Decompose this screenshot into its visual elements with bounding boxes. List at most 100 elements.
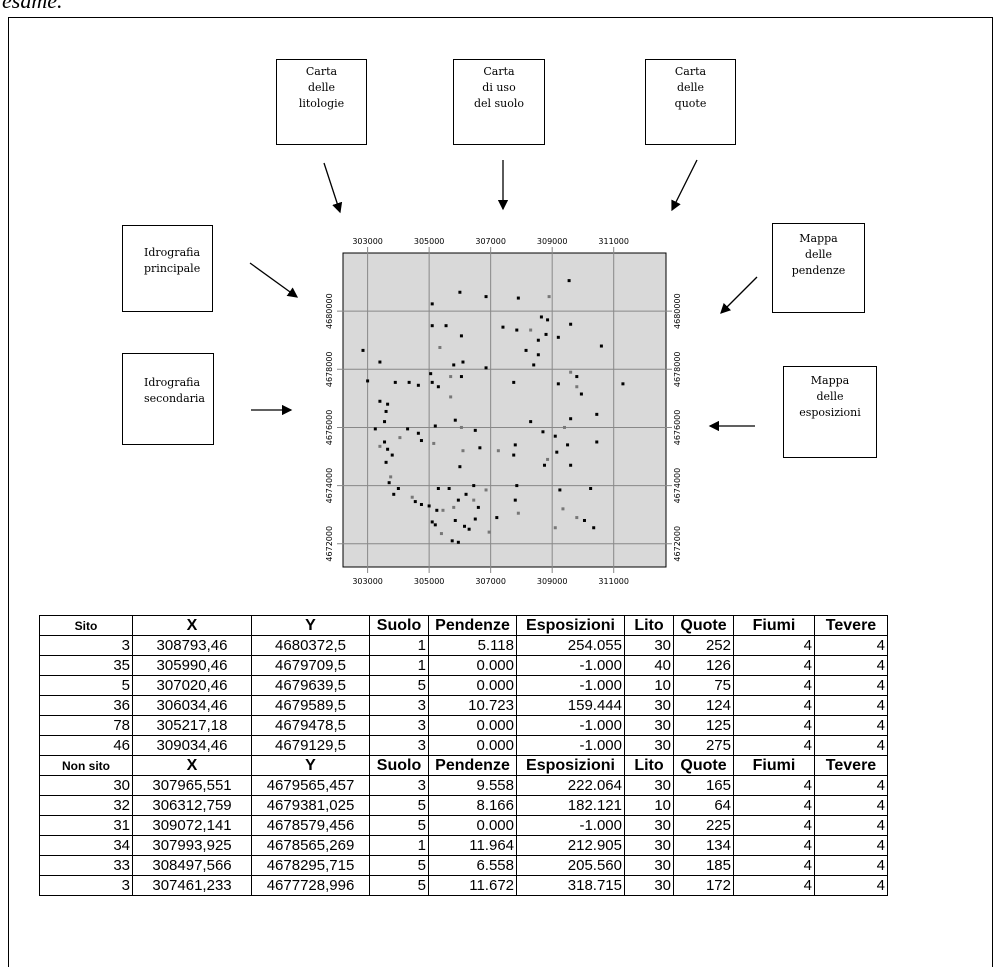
table-cell: 4679129,5 (251, 735, 370, 756)
box-line: Mappa (810, 374, 850, 387)
map-frame: 3030003030003050003050003070003070003090… (325, 237, 682, 586)
table-cell: 307461,233 (132, 875, 252, 896)
site-point (430, 302, 434, 306)
table-cell: 30 (624, 775, 674, 796)
table-cell: 8.166 (428, 795, 517, 816)
site-point (472, 484, 476, 488)
table-cell: 3 (369, 775, 429, 796)
box-line: di uso (482, 81, 516, 94)
box-line: Idrografia (144, 246, 201, 259)
table-cell: 4 (814, 775, 888, 796)
site-point (556, 335, 560, 339)
site-point (361, 348, 365, 352)
site-point (582, 518, 586, 522)
table-cell: 275 (673, 735, 734, 756)
site-point (453, 418, 457, 422)
non-site-point (441, 508, 445, 512)
site-point (459, 375, 463, 379)
site-point (512, 380, 516, 384)
site-point (464, 492, 468, 496)
non-site-point (449, 395, 453, 399)
table-cell: 0.000 (428, 715, 517, 736)
map-x-tick-top: 307000 (475, 237, 506, 246)
site-point (515, 328, 519, 332)
table-cell: -1.000 (516, 715, 625, 736)
table-cell: 222.064 (516, 775, 625, 796)
non-site-point (546, 457, 550, 461)
table-header-cell: Esposizioni (516, 615, 625, 636)
site-point (396, 487, 400, 490)
table-cell: 10 (624, 675, 674, 696)
figure-frame (8, 17, 993, 967)
site-point (541, 430, 545, 434)
table-cell: 309034,46 (132, 735, 252, 756)
table-header-cell: Sito (39, 615, 133, 636)
map-x-tick-top: 303000 (352, 237, 383, 246)
table-cell: 32 (39, 795, 133, 816)
site-point (430, 380, 434, 384)
table-cell: 254.055 (516, 635, 625, 656)
non-site-point (575, 516, 579, 520)
site-point (407, 380, 411, 384)
source-box-pendenze: Mappa delle pendenze (772, 223, 865, 313)
non-site-point (432, 441, 436, 445)
table-header-cell: Y (251, 615, 370, 636)
non-site-point (472, 498, 476, 502)
non-site-point (547, 295, 551, 299)
table-header-cell: Pendenze (428, 615, 517, 636)
site-point (473, 517, 477, 521)
table-cell: 4 (733, 815, 815, 836)
box-line: del suolo (473, 97, 525, 110)
table-cell: 4679589,5 (251, 695, 370, 716)
table-header-cell: Suolo (369, 755, 429, 776)
site-point (484, 295, 488, 299)
table-header-cell: Suolo (369, 615, 429, 636)
box-line: Carta (305, 65, 338, 78)
site-point (569, 322, 573, 326)
table-cell: 4 (814, 635, 888, 656)
table-cell: 30 (39, 775, 133, 796)
table-cell: 307993,925 (132, 835, 252, 856)
table-cell: 4 (733, 795, 815, 816)
non-site-point (461, 449, 465, 453)
table-cell: 35 (39, 655, 133, 676)
table-cell: 318.715 (516, 875, 625, 896)
table-cell: 125 (673, 715, 734, 736)
table-header-cell: Non sito (39, 755, 133, 776)
table-cell: -1.000 (516, 735, 625, 756)
non-site-point (452, 505, 456, 509)
table-cell: 212.905 (516, 835, 625, 856)
table-cell: 1 (369, 655, 429, 676)
map-x-tick-bottom: 309000 (537, 577, 568, 586)
table-cell: 3 (39, 635, 133, 656)
site-point (393, 380, 397, 384)
site-point (495, 516, 499, 520)
map-y-tick-right: 4676000 (673, 410, 682, 446)
box-line: quote (674, 97, 707, 110)
table-cell: 6.558 (428, 855, 517, 876)
table-cell: 1 (369, 835, 429, 856)
table-header-cell: Lito (624, 615, 674, 636)
table-cell: 10 (624, 795, 674, 816)
table-cell: 159.444 (516, 695, 625, 716)
table-cell: 4 (733, 775, 815, 796)
table-cell: 31 (39, 815, 133, 836)
table-cell: 4 (814, 815, 888, 836)
table-cell: 0.000 (428, 655, 517, 676)
table-cell: 308497,566 (132, 855, 252, 876)
table-cell: 36 (39, 695, 133, 716)
site-point (579, 392, 583, 396)
non-site-point (575, 385, 579, 389)
table-header-cell: Tevere (814, 755, 888, 776)
map-x-tick-top: 309000 (537, 237, 568, 246)
map-x-tick-bottom: 303000 (352, 577, 383, 586)
table-cell: 4 (814, 695, 888, 716)
site-point (555, 450, 559, 454)
site-point (456, 498, 460, 502)
site-point (567, 279, 571, 283)
box-line: delle (307, 81, 336, 94)
map-x-tick-bottom: 311000 (598, 577, 629, 586)
site-point (529, 420, 533, 424)
